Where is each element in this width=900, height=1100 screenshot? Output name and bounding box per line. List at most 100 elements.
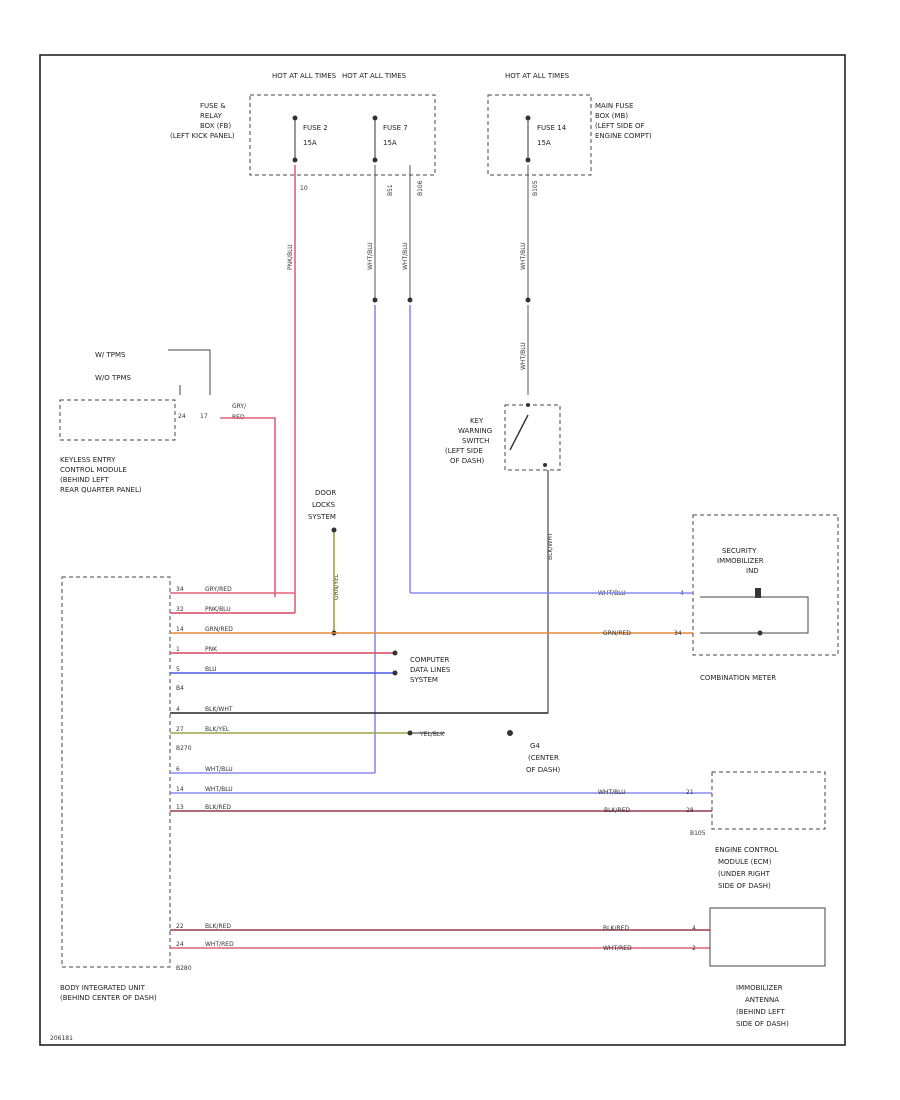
connector-b270: B270	[176, 745, 192, 752]
main-fuse-location-1: MAIN FUSE	[595, 102, 633, 110]
antenna-label-1: IMMOBILIZER	[736, 984, 783, 992]
splice-1	[372, 297, 378, 303]
keyless-type-2: W/O TPMS	[95, 374, 132, 382]
bcm-label-2: (BEHIND CENTER OF DASH)	[60, 994, 157, 1002]
keyless-label-3: (BEHIND LEFT	[60, 476, 109, 484]
splice-2	[407, 297, 413, 303]
keyless-wire-1: GRY/	[232, 403, 247, 410]
key-switch-label-3: SWITCH	[462, 437, 489, 445]
wire-gry-red	[220, 417, 276, 597]
key-switch-terminal-in	[526, 403, 530, 407]
connector-b105: B105	[532, 180, 539, 196]
main-fuse-location-4: ENGINE COMPT)	[595, 132, 652, 140]
ground-symbol-icon	[507, 730, 513, 736]
keyless-pin-24: 24	[178, 413, 186, 420]
bcm-label-1: BODY INTEGRATED UNIT	[60, 984, 146, 992]
splice-3	[525, 297, 531, 303]
bcm-pin-label: 32	[176, 606, 184, 613]
key-switch-contact	[509, 414, 529, 451]
ecm-wire-1: WHT/BLU	[598, 789, 626, 796]
ecm-wire-2: BLK/RED	[604, 807, 630, 814]
bcm-pin-label: 22	[176, 923, 184, 930]
key-switch-label-2: WARNING	[458, 427, 492, 435]
main-fuse-location-3: (LEFT SIDE OF	[595, 122, 645, 130]
bcm-wire-label: BLK/RED	[205, 804, 231, 811]
bcm-pin-label: 14	[176, 626, 184, 633]
keyless-label-4: REAR QUARTER PANEL)	[60, 486, 142, 494]
bcm-pin-label: 6	[176, 766, 180, 773]
connector-10: 10	[300, 185, 308, 192]
engine-control-module	[711, 771, 826, 830]
bcm-pin-label: 1	[176, 646, 180, 653]
antenna-pin-2: 2	[692, 945, 696, 952]
meter-inner-1: SECURITY	[722, 547, 757, 555]
hot-at-label-3: HOT AT ALL TIMES	[505, 72, 570, 80]
ecm-label-4: SIDE OF DASH)	[718, 882, 771, 890]
antenna-pin-1: 4	[692, 925, 696, 932]
diagram-frame	[39, 54, 846, 1046]
computer-data-label-3: SYSTEM	[410, 676, 438, 684]
data-line-terminal-2	[392, 670, 398, 676]
meter-wire-2: GRN/RED	[603, 630, 631, 637]
bcm-wire-label: PNK/BLU	[205, 606, 231, 613]
key-switch-box	[504, 404, 561, 471]
security-indicator-icon	[755, 588, 761, 598]
fuse-box-location-2: RELAY	[200, 112, 223, 120]
ecm-pin-1: 21	[686, 789, 694, 796]
wire-label-fuse7a: WHT/BLU	[367, 242, 374, 270]
fuse-box-location-1: FUSE &	[200, 102, 226, 110]
main-fuse-location-2: BOX (MB)	[595, 112, 628, 120]
door-locks-label-2: LOCKS	[312, 501, 336, 509]
fuse-2-bottom-terminal	[292, 157, 298, 163]
bcm-wire-label: BLU	[205, 666, 217, 673]
bcm-pin-label: 24	[176, 941, 184, 948]
bcm-wire-label: WHT/RED	[205, 941, 234, 948]
ground-wire-color: YEL/BLK	[419, 731, 445, 738]
wire-label-fuse14b: WHT/BLU	[520, 342, 527, 370]
combination-meter-label: COMBINATION METER	[700, 674, 776, 682]
ground-label-1: G4	[530, 742, 540, 750]
ecm-pin-2: 28	[686, 807, 694, 814]
bcm-pin-label: 5	[176, 666, 180, 673]
key-switch-label-5: OF DASH)	[450, 457, 485, 465]
antenna-wire-1: BLK/RED	[603, 925, 629, 932]
antenna-label-3: (BEHIND LEFT	[736, 1008, 785, 1016]
bcm-pin-label: 4	[176, 706, 180, 713]
keyless-label-2: CONTROL MODULE	[60, 466, 127, 474]
fuse-box-location-3: BOX (FB)	[200, 122, 231, 130]
fuse-7-name: FUSE 7	[383, 124, 408, 132]
door-lock-connector	[331, 527, 337, 533]
fuse-relay-box	[249, 94, 436, 176]
bcm-pin-label: 14	[176, 786, 184, 793]
ecm-label-1: ENGINE CONTROL	[715, 846, 778, 854]
main-fuse-box	[487, 94, 592, 176]
fuse-symbols	[292, 115, 531, 163]
body-integrated-unit	[61, 576, 171, 968]
bcm-pin-label: 13	[176, 804, 184, 811]
wire-label-fuse14: WHT/BLU	[520, 242, 527, 270]
connector-b4: B4	[176, 685, 184, 692]
data-line-terminal-1	[392, 650, 398, 656]
antenna-wire-2: WHT/RED	[603, 945, 632, 952]
ecm-label-3: (UNDER RIGHT	[718, 870, 771, 878]
combination-meter	[692, 514, 839, 656]
meter-pin-2: 34	[674, 630, 682, 637]
antenna-label-2: ANTENNA	[745, 996, 779, 1004]
bcm-wire-label: WHT/BLU	[205, 786, 233, 793]
ground-label-2: (CENTER	[528, 754, 559, 762]
bcm-wire-label: BLK/WHT	[205, 706, 233, 713]
fuse-2-rating: 15A	[303, 139, 317, 147]
ecm-label-2: MODULE (ECM)	[718, 858, 772, 866]
meter-inner-2: IMMOBILIZER	[717, 557, 764, 565]
wire-label-door-lock: GRN/YEL	[333, 573, 340, 600]
bcm-wire-label: BLK/RED	[205, 923, 231, 930]
wire-label-pnk-blu: PNK/BLU	[287, 244, 294, 270]
bcm-pin-label: 27	[176, 726, 184, 733]
keyless-entry-module	[59, 399, 176, 441]
key-switch-terminal-out	[543, 463, 547, 467]
wire-label-key-out: BLK/WHT	[547, 532, 554, 560]
wire-label-fuse7b: WHT/BLU	[402, 242, 409, 270]
immobilizer-antenna	[709, 907, 826, 967]
